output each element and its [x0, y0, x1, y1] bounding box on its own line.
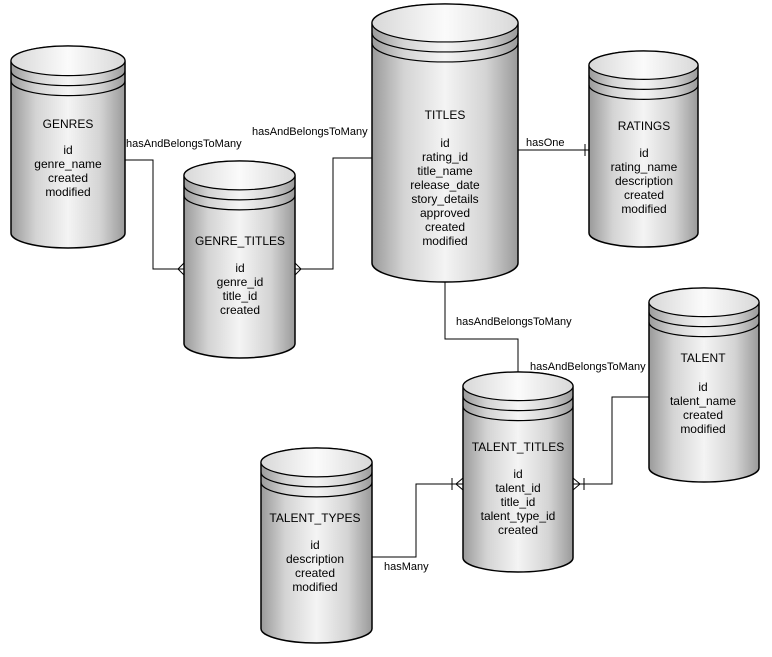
table-field: id: [639, 146, 648, 160]
table-field: id: [235, 261, 244, 275]
table-field: modified: [422, 234, 467, 248]
table-field: genre_id: [217, 275, 264, 289]
table-field: talent_name: [670, 394, 736, 408]
table-name: GENRES: [43, 117, 94, 131]
relationship-connectors: [125, 144, 649, 558]
table-name: TITLES: [425, 108, 466, 122]
table-cylinder-ring: [371, 32, 519, 53]
connector-talent-types-talent-titles: [372, 483, 463, 558]
table-field: description: [615, 174, 673, 188]
cardinality-marker: [177, 262, 185, 276]
table-cylinder-ring: [260, 482, 373, 498]
table-field: release_date: [410, 178, 480, 192]
table-field: talent_type_id: [481, 509, 556, 523]
table-cylinder-top: [648, 287, 760, 318]
table-field: modified: [292, 580, 337, 594]
cardinality-marker: [572, 477, 581, 491]
table-cylinder-ring: [183, 195, 296, 211]
cardinality-marker: [294, 262, 302, 276]
relationship-label-titles-talent-titles: hasAndBelongsToMany: [456, 316, 572, 328]
table-cylinder-ring: [588, 75, 699, 90]
table-field: title_id: [501, 495, 536, 509]
table-cylinder-ring: [588, 85, 699, 100]
table-field: title_name: [417, 164, 473, 178]
table-cylinders: GENRESidgenre_namecreatedmodifiedGENRE_T…: [10, 3, 760, 644]
table-cylinder-top: [183, 160, 296, 191]
table-field: id: [440, 136, 449, 150]
table-field: talent_id: [495, 481, 540, 495]
cardinality-marker: [455, 477, 464, 491]
table-field: created: [624, 188, 664, 202]
table-field: modified: [621, 202, 666, 216]
table-field: created: [683, 408, 723, 422]
table-field: id: [310, 538, 319, 552]
table-field: rating_name: [611, 160, 678, 174]
table-name: GENRE_TITLES: [195, 234, 285, 248]
connector-talent-talent-titles: [573, 396, 649, 485]
table-field: title_id: [223, 289, 258, 303]
table-name: RATINGS: [618, 119, 670, 133]
table-field: created: [295, 566, 335, 580]
table-cylinder-top: [588, 50, 699, 80]
table-field: id: [63, 143, 72, 157]
table-field: created: [498, 523, 538, 537]
table-field: modified: [680, 422, 725, 436]
table-name: TALENT_TITLES: [472, 440, 564, 454]
table-name: TALENT_TYPES: [269, 511, 360, 525]
table-titles[interactable]: TITLES idrating_idtitle_namerelease_dates…: [371, 3, 519, 283]
table-field: created: [425, 220, 465, 234]
connector-genres-genre-titles: [125, 159, 184, 270]
table-field: genre_name: [34, 157, 102, 171]
table-cylinder-top: [462, 371, 574, 402]
table-field: rating_id: [422, 150, 468, 164]
table-field: approved: [420, 206, 470, 220]
table-cylinder-ring: [10, 70, 126, 87]
table-cylinder-body: [183, 160, 296, 359]
table-cylinder-ring: [462, 396, 574, 412]
table-cylinder-ring: [10, 80, 126, 97]
table-cylinder-ring: [371, 42, 519, 63]
table-cylinder-ring: [260, 472, 373, 488]
table-cylinder-ring: [183, 185, 296, 201]
relationship-label-genres-genre-titles: hasAndBelongsToMany: [126, 138, 242, 150]
table-field: id: [698, 380, 707, 394]
table-cylinder-ring: [462, 406, 574, 422]
relationship-labels: hasAndBelongsToMany hasAndBelongsToMany ha…: [126, 126, 646, 573]
table-field: modified: [45, 185, 90, 199]
table-cylinder-top: [10, 45, 126, 77]
table-cylinder-ring: [648, 312, 760, 328]
relationship-label-talent-types-talent-titles: hasMany: [384, 561, 429, 573]
relationship-label-titles-genre-titles: hasAndBelongsToMany: [252, 126, 368, 138]
table-cylinder-top: [260, 447, 373, 478]
table-field: story_details: [411, 192, 478, 206]
table-name: TALENT: [680, 351, 726, 365]
table-field: id: [513, 467, 522, 481]
relationship-label-talent-talent-titles: hasAndBelongsToMany: [530, 361, 646, 373]
connector-titles-talent-titles: [444, 282, 519, 372]
table-cylinder-ring: [648, 322, 760, 338]
connector-titles-genre-titles: [295, 157, 372, 270]
table-ratings[interactable]: RATINGS idrating_namedescriptioncreatedmo…: [588, 50, 699, 248]
table-cylinder-top: [371, 3, 519, 43]
table-field: created: [220, 303, 260, 317]
table-field: created: [48, 171, 88, 185]
table-field: description: [286, 552, 344, 566]
relationship-label-titles-ratings: hasOne: [526, 137, 565, 149]
table-talent-titles[interactable]: TALENT_TITLESidtalent_idtitle_idtalent_t…: [462, 371, 574, 573]
